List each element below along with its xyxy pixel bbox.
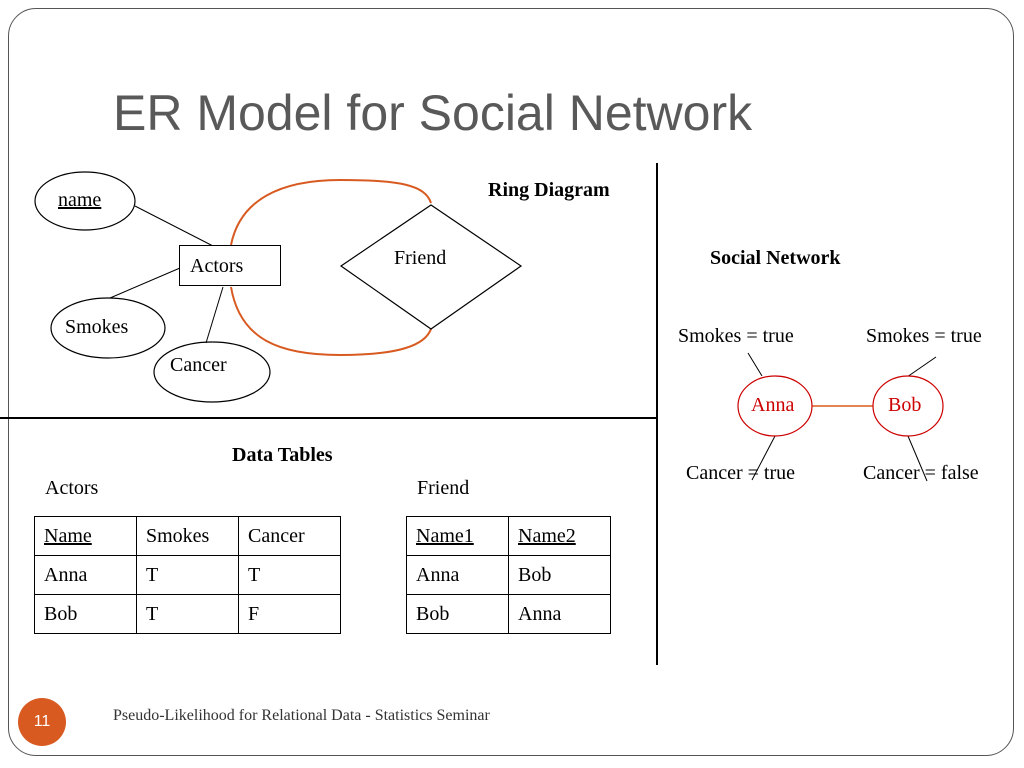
attr-smokes-ellipse [50, 297, 166, 359]
table-header-row: Name Smokes Cancer [34, 516, 341, 556]
data-tables-heading: Data Tables [232, 444, 333, 466]
node-bob-circle [872, 375, 944, 437]
table-cell: T [136, 594, 239, 634]
table-cell: Anna [34, 555, 137, 595]
table-header-cell: Name1 [406, 516, 509, 556]
edge-bob-smokes [906, 356, 937, 378]
bob-cancer-label: Cancer = false [863, 462, 979, 484]
node-anna-circle [737, 375, 813, 437]
node-bob-label: Bob [888, 394, 922, 416]
node-anna-label: Anna [751, 394, 795, 416]
ring-arc-lower [230, 286, 432, 357]
table-row: Bob Anna [406, 594, 611, 634]
attr-smokes-label: Smokes [65, 316, 129, 338]
table-row: Anna T T [34, 555, 341, 595]
friend-table-caption: Friend [417, 477, 470, 499]
attr-name-ellipse [34, 171, 136, 231]
friend-table: Name1 Name2 Anna Bob Bob Anna [406, 516, 611, 634]
edge-bob-cancer [907, 435, 928, 482]
page-number-badge: 11 [18, 698, 66, 746]
table-cell: T [238, 555, 341, 595]
actors-table: Name Smokes Cancer Anna T T Bob T F [34, 516, 341, 634]
entity-actors-label: Actors [190, 255, 244, 277]
table-cell: F [238, 594, 341, 634]
relationship-diamond [339, 204, 523, 330]
social-network-heading: Social Network [710, 247, 841, 269]
table-cell: Anna [508, 594, 611, 634]
table-cell: T [136, 555, 239, 595]
footer-text: Pseudo-Likelihood for Relational Data - … [113, 707, 490, 724]
edge-anna-smokes [747, 352, 763, 377]
connector-name [134, 205, 214, 247]
attr-cancer-ellipse [153, 341, 271, 403]
table-row: Anna Bob [406, 555, 611, 595]
table-row: Bob T F [34, 594, 341, 634]
ring-diagram-heading: Ring Diagram [488, 179, 610, 201]
relationship-friend-label: Friend [394, 247, 447, 269]
ring-arc [230, 178, 432, 246]
edge-anna-cancer [751, 435, 776, 481]
table-header-cell: Smokes [136, 516, 239, 556]
bob-smokes-label: Smokes = true [866, 325, 982, 347]
table-header-cell: Name [34, 516, 137, 556]
connector-smokes [109, 267, 181, 299]
table-header-cell: Cancer [238, 516, 341, 556]
anna-smokes-label: Smokes = true [678, 325, 794, 347]
table-cell: Bob [406, 594, 509, 634]
table-header-row: Name1 Name2 [406, 516, 611, 556]
anna-cancer-label: Cancer = true [686, 462, 796, 484]
slide-title: ER Model for Social Network [113, 85, 753, 141]
table-cell: Bob [34, 594, 137, 634]
table-header-cell: Name2 [508, 516, 611, 556]
attr-name-label: name [58, 189, 102, 211]
table-cell: Bob [508, 555, 611, 595]
actors-table-caption: Actors [45, 477, 99, 499]
table-cell: Anna [406, 555, 509, 595]
connector-cancer [205, 286, 224, 344]
attr-cancer-label: Cancer [170, 354, 227, 376]
entity-actors-box [179, 245, 281, 286]
